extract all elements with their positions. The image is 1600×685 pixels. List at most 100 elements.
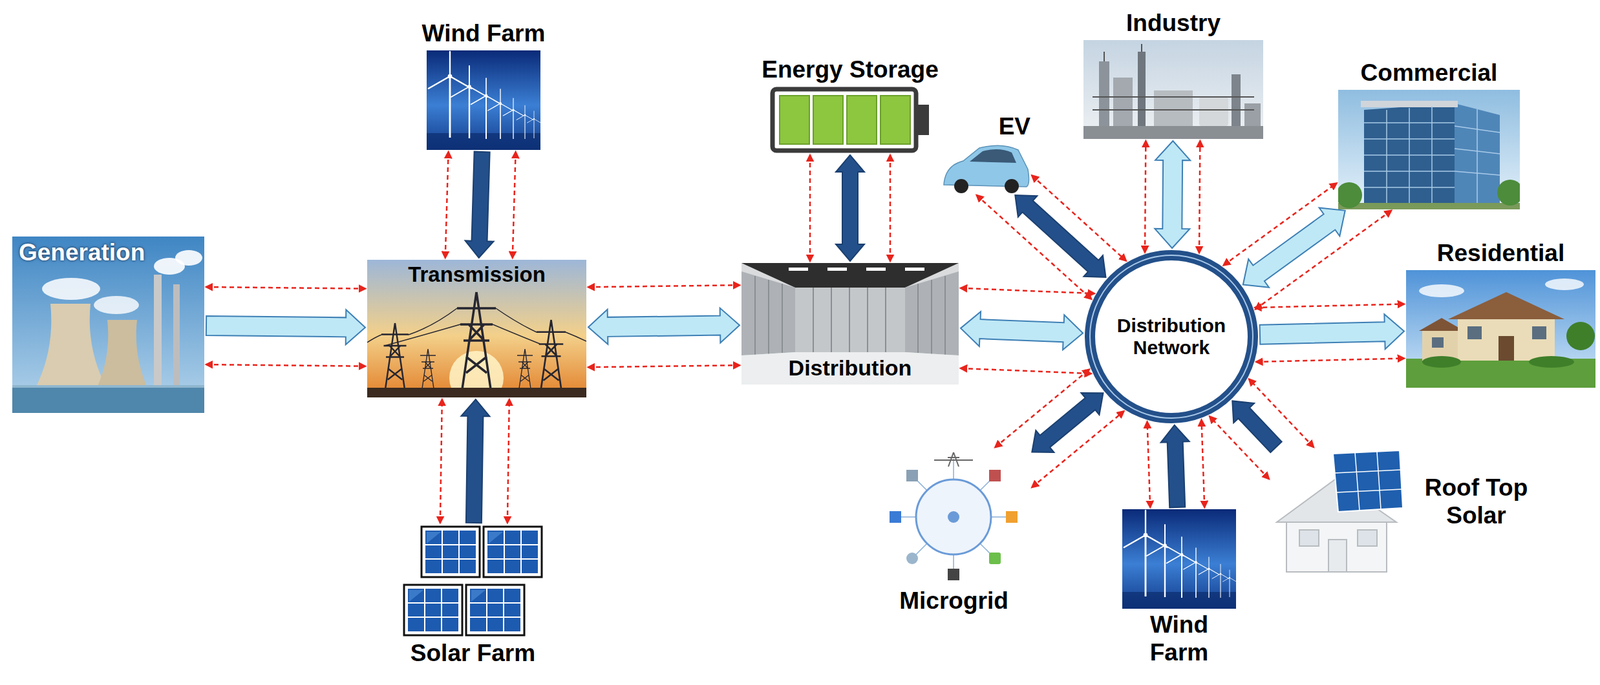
power-plant-picture	[12, 236, 205, 414]
power-plant-picture	[173, 284, 180, 388]
communication-link	[1254, 304, 1405, 308]
office-building-picture	[1338, 89, 1520, 210]
solar-farm-picture	[421, 526, 480, 578]
power-plant-picture	[12, 385, 205, 388]
industry-picture	[1137, 51, 1146, 127]
industry-picture	[1083, 126, 1264, 139]
node-label: Industry	[1126, 9, 1221, 38]
rooftop-solar-picture	[1286, 517, 1387, 573]
transmission-picture	[367, 259, 587, 398]
battery-symbol	[813, 95, 843, 145]
microgrid-picture	[989, 552, 1001, 565]
rooftop-solar-picture	[1276, 450, 1403, 573]
rooftop-solar-picture	[1299, 530, 1319, 547]
microgrid-picture	[1005, 511, 1018, 523]
residential-box: Residential	[1406, 270, 1596, 388]
power-flow-arrow	[465, 151, 494, 258]
battery-symbol	[772, 89, 929, 151]
office-building-picture	[1364, 106, 1500, 210]
power-plant-picture	[35, 303, 107, 388]
communication-link	[1209, 416, 1270, 480]
microgrid-box: Microgrid	[877, 448, 1031, 586]
distribution-box: Distribution	[741, 263, 959, 385]
house-picture	[1406, 270, 1596, 388]
power-plant-picture	[153, 274, 162, 388]
microgrid-picture	[934, 452, 973, 467]
substation-picture	[905, 267, 925, 271]
commercial-box: Commercial	[1338, 89, 1520, 210]
power-flow-arrow	[1031, 393, 1103, 453]
wind-farm-picture	[426, 50, 542, 150]
rooftop-solar-box: Roof Top Solar	[1270, 448, 1407, 577]
house-picture	[1448, 292, 1565, 320]
transmission-picture	[536, 320, 566, 394]
car-picture	[1004, 179, 1019, 194]
generation-box: Generation	[12, 236, 205, 414]
microgrid-picture	[947, 568, 960, 581]
substation-picture	[866, 267, 886, 271]
power-flow-arrow	[1243, 208, 1346, 288]
house-picture	[1467, 326, 1482, 340]
substation-picture	[741, 263, 959, 385]
car-picture	[943, 145, 1030, 194]
transmission-picture	[367, 308, 587, 346]
power-plant-picture	[96, 320, 148, 388]
node-label: Residential	[1437, 239, 1565, 268]
energy-storage-box: Energy Storage	[769, 86, 931, 154]
power-flow-arrow	[1232, 400, 1282, 453]
power-flow-arrow	[1161, 425, 1190, 509]
communication-link	[809, 155, 812, 262]
power-flow-arrow	[206, 309, 366, 345]
communication-link	[588, 285, 740, 288]
power-flow-arrow	[960, 311, 1083, 350]
industry-picture	[1083, 40, 1264, 139]
battery-symbol	[772, 89, 917, 151]
office-building-picture	[1338, 89, 1520, 210]
house-picture	[1418, 318, 1465, 331]
node-label: Transmission	[407, 262, 546, 288]
microgrid-picture	[889, 452, 1018, 581]
substation-picture	[827, 267, 847, 271]
microgrid-picture	[989, 469, 1001, 482]
node-label: Distribution Network	[1100, 314, 1243, 360]
substation-picture	[741, 352, 959, 385]
node-label: Commercial	[1360, 59, 1498, 88]
battery-symbol	[846, 95, 877, 145]
communication-link	[1144, 140, 1146, 253]
industry-picture	[1199, 96, 1229, 127]
microgrid-picture	[906, 552, 918, 565]
power-plant-picture	[93, 296, 139, 315]
transmission-picture	[517, 349, 533, 388]
office-building-picture	[1338, 202, 1520, 210]
power-plant-picture	[42, 277, 101, 300]
transmission-picture	[381, 323, 409, 392]
house-picture	[1528, 356, 1575, 368]
house-picture	[1457, 316, 1555, 361]
solar-farm-picture	[404, 526, 542, 636]
industry-picture	[1113, 77, 1133, 127]
power-flow-arrow	[1259, 314, 1405, 350]
microgrid-picture	[947, 511, 960, 523]
house-picture	[1498, 336, 1515, 361]
battery-symbol	[779, 95, 810, 145]
industry-picture	[1244, 103, 1261, 127]
power-flow-arrow	[588, 308, 740, 345]
battery-symbol	[880, 95, 911, 145]
wind-farm-picture	[1122, 509, 1237, 609]
house-picture	[1418, 284, 1465, 298]
communication-link	[1223, 182, 1337, 266]
connector-group	[206, 140, 1405, 523]
node-label: Distribution	[788, 355, 913, 381]
industry-picture	[1231, 74, 1241, 127]
rooftop-solar-picture	[1328, 539, 1347, 573]
car-picture	[969, 149, 1017, 163]
communication-link	[976, 195, 1092, 300]
office-building-picture	[1338, 182, 1363, 209]
communication-link	[994, 369, 1089, 448]
node-label: Energy Storage	[761, 56, 939, 85]
communication-link	[960, 368, 1092, 374]
communication-link	[206, 364, 366, 367]
house-picture	[1431, 337, 1444, 348]
office-building-picture	[1360, 100, 1458, 108]
microgrid-picture	[889, 511, 902, 523]
